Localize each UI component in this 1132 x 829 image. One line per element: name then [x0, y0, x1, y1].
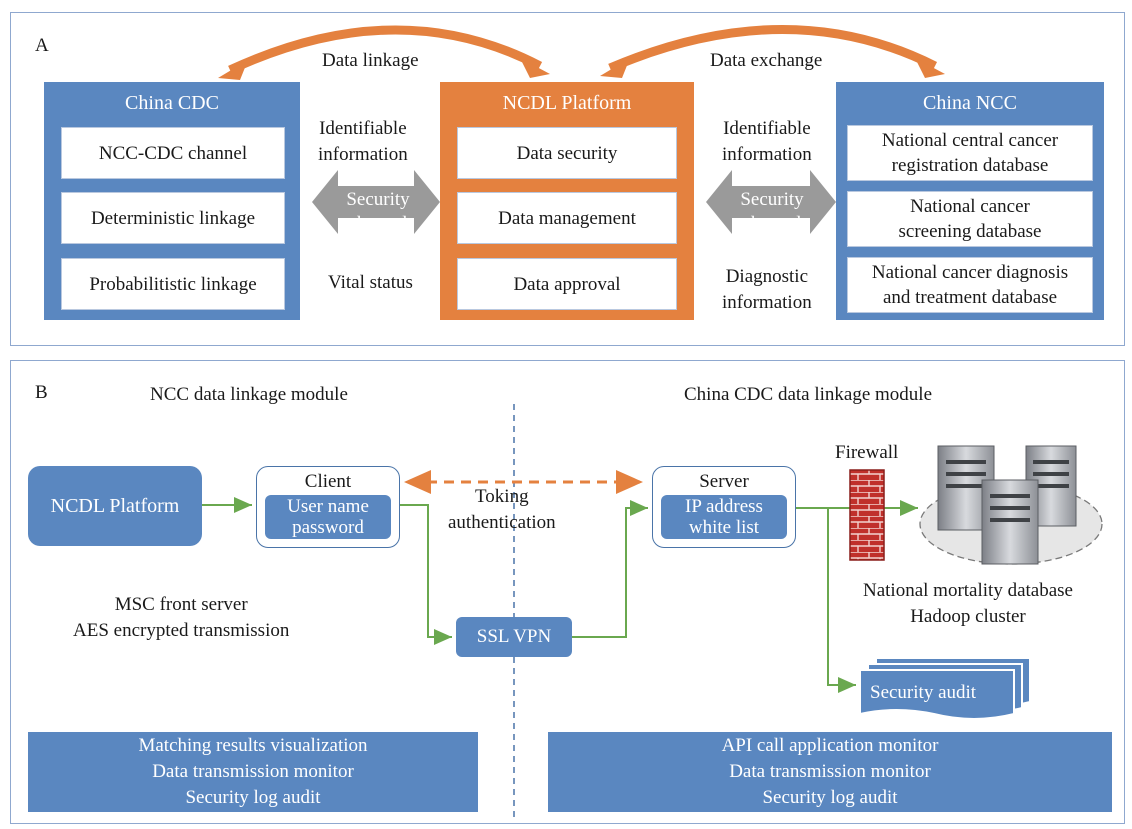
audit-page-front [859, 669, 1015, 720]
client-credentials-line2: password [292, 517, 364, 538]
ncc-monitor-line3: Security log audit [185, 787, 321, 808]
ncc-item-diagnosis-db: National cancer diagnosis and treatment … [847, 257, 1093, 313]
ncc-monitor-line1: Matching results visualization [138, 735, 368, 756]
right-identifiable-line2: information [722, 144, 812, 165]
cdc-monitor-line2: Data transmission monitor [729, 761, 931, 782]
china-cdc-title: China CDC [125, 92, 219, 114]
database-line1: National mortality database [863, 580, 1073, 601]
cdc-item-deterministic-linkage: Deterministic linkage [61, 192, 285, 244]
database-label: National mortality database Hadoop clust… [863, 578, 1073, 630]
msc-front-server-label: MSC front server AES encrypted transmiss… [73, 592, 289, 644]
ncdl-platform-title: NCDL Platform [502, 92, 632, 114]
token-line2: authentication [448, 512, 556, 533]
server-title: Server [699, 471, 749, 492]
left-identifiable-line1: Identifiable [319, 118, 407, 139]
data-exchange-curve [608, 25, 938, 73]
left-security-line2: channel [348, 213, 408, 234]
cdc-module-title: China CDC data linkage module [684, 384, 933, 405]
firewall-label: Firewall [835, 442, 899, 463]
ncc-monitor-line2: Data transmission monitor [152, 761, 354, 782]
cdc-item-ncc-cdc-channel: NCC-CDC channel [61, 127, 285, 179]
client-to-vpn-line [400, 504, 452, 645]
client-node: Client User name password [256, 466, 400, 548]
ncc-item-registration-db: National central cancer registration dat… [847, 125, 1093, 181]
msc-line1: MSC front server [114, 594, 248, 615]
data-exchange-label: Data exchange [710, 50, 823, 71]
data-exchange-arrowhead-right [915, 58, 945, 78]
ncdl-platform-node: NCDL Platform [28, 466, 202, 546]
ncc-item-screening-db: National cancer screening database [847, 191, 1093, 247]
panel-a-letter: A [35, 35, 49, 56]
ncc-item-diagnosis-line1: National cancer diagnosis [871, 262, 1069, 283]
token-line1: Toking [475, 486, 529, 507]
server-to-audit-line [827, 508, 856, 693]
right-security-arrow [706, 170, 836, 234]
ncc-item-registration-line1: National central cancer [881, 130, 1059, 151]
ncdl-item-data-security: Data security [457, 127, 677, 179]
ssl-vpn-node: SSL VPN [456, 617, 572, 657]
ncdl-item-data-management: Data management [457, 192, 677, 244]
vpn-to-server-line [572, 500, 648, 638]
server-whitelist-line2: white list [688, 517, 760, 538]
diagnostic-info-label: Diagnostic information [722, 264, 812, 316]
right-identifiable-info: Identifiable information [722, 116, 812, 168]
server-icon-3 [981, 479, 1039, 565]
database-line2: Hadoop cluster [910, 606, 1026, 627]
ncc-module-title: NCC data linkage module [150, 384, 348, 405]
cdc-monitor-box: API call application monitor Data transm… [548, 732, 1112, 812]
msc-line2: AES encrypted transmission [73, 620, 290, 641]
china-ncc-title: China NCC [923, 92, 1017, 114]
panel-b-letter: B [35, 382, 48, 403]
data-linkage-label: Data linkage [322, 50, 419, 71]
data-linkage-arrowhead-left [218, 60, 248, 80]
diagnostic-line1: Diagnostic [725, 266, 809, 287]
right-security-line2: channel [742, 213, 802, 234]
left-identifiable-line2: information [318, 144, 408, 165]
firewall-icon [849, 469, 885, 561]
left-security-arrow [312, 170, 440, 234]
data-exchange-arrowhead-left [600, 58, 630, 78]
china-ncc-box: China NCC National central cancer regist… [836, 82, 1104, 320]
china-cdc-box: China CDC NCC-CDC channel Deterministic … [44, 82, 300, 320]
cdc-monitor-line1: API call application monitor [721, 735, 939, 756]
right-security-line1: Security [740, 189, 804, 210]
ncc-item-diagnosis-line2: and treatment database [882, 287, 1058, 308]
right-identifiable-line1: Identifiable [723, 118, 811, 139]
ncc-monitor-box: Matching results visualization Data tran… [28, 732, 478, 812]
ncc-item-screening-line1: National cancer [910, 196, 1030, 217]
left-security-line1: Security [346, 189, 410, 210]
security-audit-label: Security audit [870, 682, 977, 703]
left-security-channel-label: Security channel [340, 188, 416, 236]
client-credentials: User name password [265, 495, 391, 539]
server-node: Server IP address white list [652, 466, 796, 548]
client-title: Client [304, 471, 352, 492]
right-security-channel-label: Security channel [734, 188, 810, 236]
cdc-item-probabilistic-linkage: Probabilitistic linkage [61, 258, 285, 310]
client-credentials-line1: User name [287, 496, 369, 517]
ncc-item-registration-line2: registration database [891, 155, 1049, 176]
server-whitelist-line1: IP address [685, 496, 763, 517]
vital-status-label: Vital status [328, 272, 413, 293]
cdc-monitor-line3: Security log audit [762, 787, 898, 808]
ncdl-item-data-approval: Data approval [457, 258, 677, 310]
ncc-item-screening-line2: screening database [898, 221, 1042, 242]
left-identifiable-info: Identifiable information [318, 116, 408, 168]
ncdl-platform-box: NCDL Platform Data security Data managem… [440, 82, 694, 320]
data-linkage-curve [228, 25, 543, 75]
server-whitelist: IP address white list [661, 495, 787, 539]
diagnostic-line2: information [722, 292, 812, 313]
data-linkage-arrowhead-right [520, 58, 550, 78]
token-authentication-label: Toking authentication [448, 484, 556, 536]
